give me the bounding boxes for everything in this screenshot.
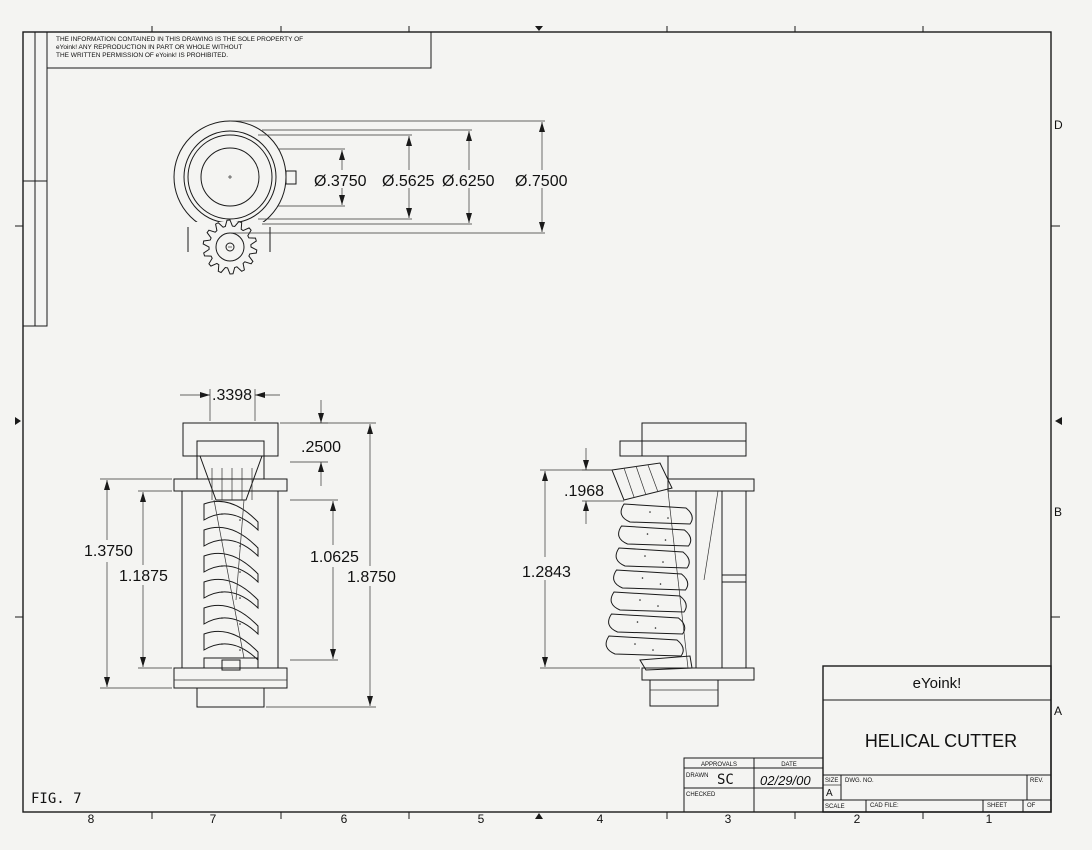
size-label: SIZE: [825, 778, 838, 784]
helix-mark-front: [221, 565, 223, 567]
helix-flute-front: [203, 552, 259, 584]
helix-flute-side: [605, 635, 684, 657]
helix-mark-side: [652, 649, 654, 651]
helix-mark-front: [239, 649, 241, 651]
title-block: eYoink! HELICAL CUTTER SIZE A DWG. NO. R…: [683, 665, 1052, 813]
helix-mark-side: [664, 539, 667, 541]
helix-flute-side: [620, 503, 693, 525]
helix-flute-front: [203, 630, 259, 662]
dwg-no-label: DWG. NO.: [845, 778, 874, 784]
helix-mark-side: [657, 605, 659, 607]
zone-row-d: D: [1054, 118, 1063, 132]
helix-mark-side: [646, 533, 649, 535]
helix-mark-side: [641, 577, 644, 579]
dim-front-18750: 1.8750: [347, 569, 396, 586]
zone-col-5: 5: [478, 812, 485, 826]
helix-flutes-side: [605, 503, 693, 657]
drawn-by: SC: [717, 772, 734, 788]
figure-label: FIG. 7: [31, 791, 82, 807]
dim-diameter-075: Ø.7500: [515, 173, 568, 190]
helix-mark-side: [644, 555, 646, 557]
dim-side-01968: .1968: [564, 483, 604, 500]
sheet-border: [15, 26, 1062, 819]
dim-front-03398: .3398: [212, 387, 252, 404]
helix-flute-side: [618, 525, 692, 547]
scale-label: SCALE: [825, 804, 845, 810]
zone-col-8: 8: [88, 812, 95, 826]
dim-front-11875: 1.1875: [119, 568, 168, 585]
zone-col-3: 3: [725, 812, 732, 826]
helix-mark-side: [659, 583, 662, 585]
helix-flute-side: [613, 569, 689, 591]
spur-gear: [187, 219, 276, 275]
notice-line-1: THE INFORMATION CONTAINED IN THIS DRAWIN…: [56, 36, 303, 43]
helix-guide-front: [235, 499, 245, 601]
helix-mark-front: [221, 617, 223, 619]
notice-line-3: THE WRITTEN PERMISSION OF eYoink! IS PRO…: [56, 52, 228, 59]
dim-front-10625: 1.0625: [310, 549, 359, 566]
helix-flute-front: [203, 526, 259, 558]
date-label: DATE: [781, 762, 797, 768]
helix-guide-front: [213, 499, 245, 659]
top-view: Ø.3750 Ø.5625 Ø.6250 Ø.7500: [173, 120, 574, 275]
helix-mark-front: [221, 513, 223, 515]
dim-front-025: .2500: [301, 439, 341, 456]
helix-flute-side: [615, 547, 690, 569]
helix-mark-side: [649, 511, 651, 513]
zone-row-labels: D B A: [1054, 118, 1063, 718]
checked-label: CHECKED: [686, 792, 716, 798]
helix-flute-front: [203, 604, 259, 636]
approvals-label: APPROVALS: [701, 762, 737, 768]
size-value: A: [826, 788, 833, 799]
drawn-date: 02/29/00: [760, 773, 811, 788]
helix-flute-side: [610, 591, 687, 613]
zone-row-a: A: [1054, 704, 1062, 718]
zone-column-labels: 8 7 6 5 4 3 2 1: [88, 812, 993, 826]
company-name: eYoink!: [913, 675, 962, 692]
helix-mark-front: [239, 623, 241, 625]
rev-label: REV.: [1030, 778, 1044, 784]
helix-mark-front: [221, 643, 223, 645]
helix-mark-front: [221, 591, 223, 593]
dim-front-13750: 1.3750: [84, 543, 133, 560]
helix-flutes-front: [203, 499, 259, 662]
notice-line-2: eYoink! ANY REPRODUCTION IN PART OR WHOL…: [56, 44, 242, 51]
helix-mark-front: [239, 597, 241, 599]
drawn-label: DRAWN: [686, 773, 708, 779]
helix-mark-side: [662, 561, 664, 563]
revision-strip: [22, 31, 48, 327]
helix-mark-front: [239, 519, 241, 521]
zone-row-b: B: [1054, 505, 1062, 519]
helix-mark-side: [667, 517, 669, 519]
side-view: .1968 1.2843: [522, 422, 755, 707]
cad-file-label: CAD FILE:: [870, 803, 899, 809]
zone-col-6: 6: [341, 812, 348, 826]
zone-col-1: 1: [986, 812, 993, 826]
helix-mark-side: [634, 643, 636, 645]
zone-col-7: 7: [210, 812, 217, 826]
dim-diameter-0625: Ø.6250: [442, 173, 495, 190]
helix-flute-front: [203, 578, 259, 610]
drawing-title: HELICAL CUTTER: [865, 731, 1017, 751]
zone-col-4: 4: [597, 812, 604, 826]
proprietary-notice: THE INFORMATION CONTAINED IN THIS DRAWIN…: [46, 31, 432, 69]
zone-col-2: 2: [854, 812, 861, 826]
helix-flute-front: [203, 500, 259, 532]
dim-diameter-05625: Ø.5625: [382, 173, 435, 190]
dim-side-12843: 1.2843: [522, 564, 571, 581]
of-label: OF: [1027, 803, 1036, 809]
helix-mark-side: [639, 599, 641, 601]
helix-mark-side: [654, 627, 657, 629]
dim-diameter-0375: Ø.3750: [314, 173, 367, 190]
helix-mark-front: [239, 571, 241, 573]
front-view: .3398 .2500 1.3750 1.1875 1.0625: [84, 387, 396, 708]
helix-mark-side: [636, 621, 639, 623]
sheet-label: SHEET: [987, 803, 1007, 809]
helix-flute-side: [608, 613, 686, 635]
